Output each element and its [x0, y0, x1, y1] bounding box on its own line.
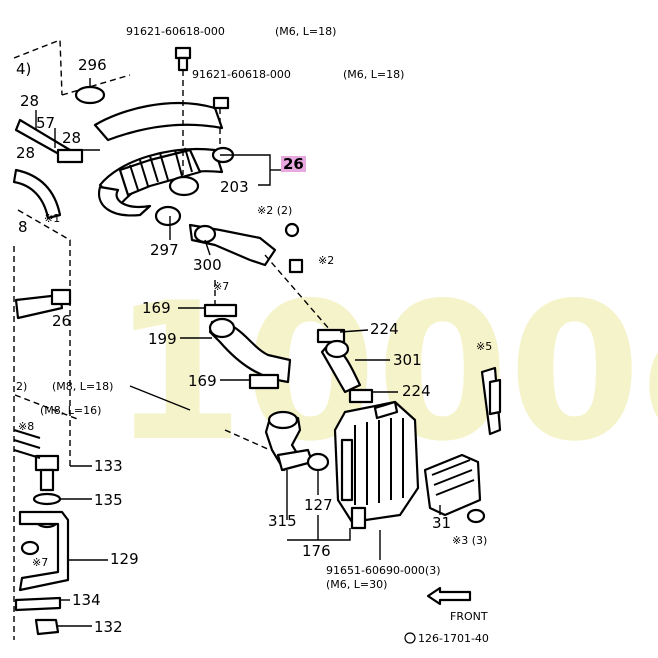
bracket-5 [480, 366, 502, 436]
label-135: 135 [94, 491, 123, 509]
left-parts [12, 110, 84, 320]
label-ref: 126-1701-40 [418, 632, 489, 645]
intercooler [333, 400, 420, 530]
label-297: 297 [150, 241, 179, 259]
label-300: 300 [193, 256, 222, 274]
label-301: 301 [393, 351, 422, 369]
label-132: 132 [94, 618, 123, 636]
bolt-mid [212, 96, 230, 148]
label-front: FRONT [450, 610, 488, 623]
label-129: 129 [110, 550, 139, 568]
label-176: 176 [302, 542, 331, 560]
label-s7a: ※7 [213, 280, 229, 293]
highlight-26 [281, 156, 306, 172]
label-315: 315 [268, 512, 297, 530]
label-s2-2: ※2 (2) [257, 204, 292, 217]
label-4: 4) [16, 60, 31, 78]
label-28b: 28 [62, 129, 81, 147]
hose-199 [203, 280, 292, 390]
label-bolt-low-spec: (M6, L=30) [326, 578, 387, 591]
reference-number: 126-1701-40 [404, 632, 489, 645]
label-8a: 8 [18, 218, 28, 236]
leader-lines [58, 154, 441, 627]
label-bolt-top: 91621-60618-000 [126, 25, 225, 38]
bracket-31 [423, 453, 486, 524]
pipe-300 [154, 205, 331, 331]
label-bolt-mid: 91621-60618-000 [192, 68, 291, 81]
label-2: 2) [16, 380, 27, 393]
label-s3-3: ※3 (3) [452, 534, 487, 547]
label-133: 133 [94, 457, 123, 475]
label-203: 203 [220, 178, 249, 196]
label-296: 296 [78, 56, 107, 74]
label-224a: 224 [370, 320, 399, 338]
label-s1: ※1 [44, 212, 60, 225]
label-26-highlighted: 26 [283, 155, 304, 173]
label-134: 134 [72, 591, 101, 609]
label-28c: 28 [16, 144, 35, 162]
label-s7b: ※7 [32, 556, 48, 569]
label-s5: ※5 [476, 340, 492, 353]
label-m8-16: (M8, L=16) [40, 404, 101, 417]
label-199: 199 [148, 330, 177, 348]
label-57: 57 [36, 114, 55, 132]
label-26b: 26 [52, 312, 71, 330]
label-bolt-low: 91651-60690-000(3) [326, 564, 441, 577]
label-169a: 169 [142, 299, 171, 317]
hose-301 [316, 328, 374, 404]
label-28a: 28 [20, 92, 39, 110]
hose-assembly-26 [70, 101, 235, 217]
label-bolt-top-spec: (M6, L=18) [275, 25, 336, 38]
pipe-315 [224, 410, 330, 472]
label-127: 127 [304, 496, 333, 514]
left-frame-lines [13, 38, 131, 640]
lower-left-parts [13, 429, 70, 636]
front-arrow-icon [426, 586, 472, 606]
label-m8-18: (M8, L=18) [52, 380, 113, 393]
label-s8: ※8 [18, 420, 34, 433]
label-bolt-mid-spec: (M6, L=18) [343, 68, 404, 81]
label-31: 31 [432, 514, 451, 532]
label-224b: 224 [402, 382, 431, 400]
label-s2: ※2 [318, 254, 334, 267]
bolt-top [174, 46, 192, 175]
label-169b: 169 [188, 372, 217, 390]
clamp-296 [74, 78, 106, 105]
